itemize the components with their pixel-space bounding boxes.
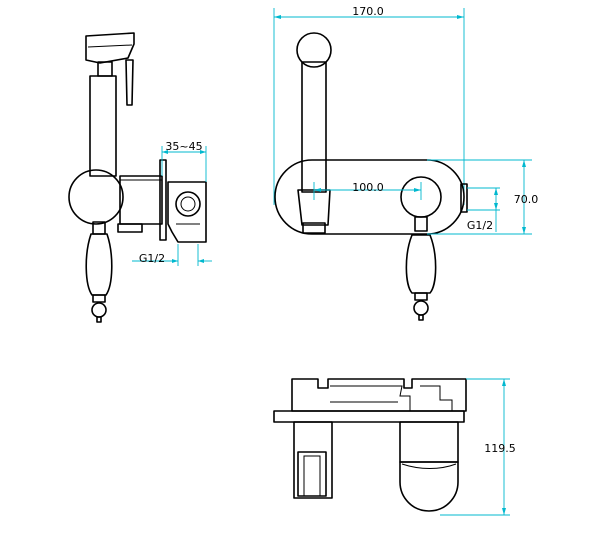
front-side-nut — [460, 183, 468, 213]
dim-overall-depth-label: 119.5 — [484, 442, 516, 455]
front-handset-head — [296, 32, 332, 68]
side-view: 35~45 G1/2 — [68, 32, 212, 323]
side-lever-handle — [85, 233, 113, 296]
side-trigger-lever — [125, 59, 134, 106]
side-lever-knob — [91, 302, 107, 318]
top-valve-cap — [399, 461, 459, 512]
top-wall-plate — [273, 410, 465, 423]
dim-thread-front-label: G1/2 — [467, 219, 493, 232]
front-lever-handle — [405, 234, 437, 294]
front-lever-neck — [414, 216, 428, 232]
side-lever-collar — [92, 294, 106, 303]
side-wall-box — [167, 181, 207, 243]
dim-center-distance-label: 100.0 — [352, 181, 384, 194]
side-handset-head — [85, 32, 135, 64]
side-outlet — [117, 223, 143, 233]
side-hose-tube — [89, 75, 117, 177]
side-wall-plate — [159, 159, 167, 241]
front-hose-tube — [301, 61, 327, 193]
side-handset-neck — [97, 61, 113, 77]
front-view: 170.0 100.0 70.0 — [273, 5, 539, 321]
side-valve-body — [68, 169, 124, 225]
dim-thread-side-label: G1/2 — [139, 252, 165, 265]
dim-wall-depth-label: 35~45 — [165, 140, 202, 153]
dim-plate-height-label: 70.0 — [514, 193, 539, 206]
top-valve-body — [399, 421, 459, 463]
side-wall-box-port — [175, 191, 201, 217]
front-lever-knob — [413, 300, 429, 316]
front-hose-nut — [302, 222, 326, 234]
top-view: 119.5 — [273, 378, 516, 516]
side-connector-block — [119, 175, 163, 225]
top-hose-outlet — [293, 421, 333, 499]
top-hose-nut — [297, 451, 327, 497]
top-wall-box — [291, 378, 467, 412]
dim-overall-width-label: 170.0 — [352, 5, 384, 18]
